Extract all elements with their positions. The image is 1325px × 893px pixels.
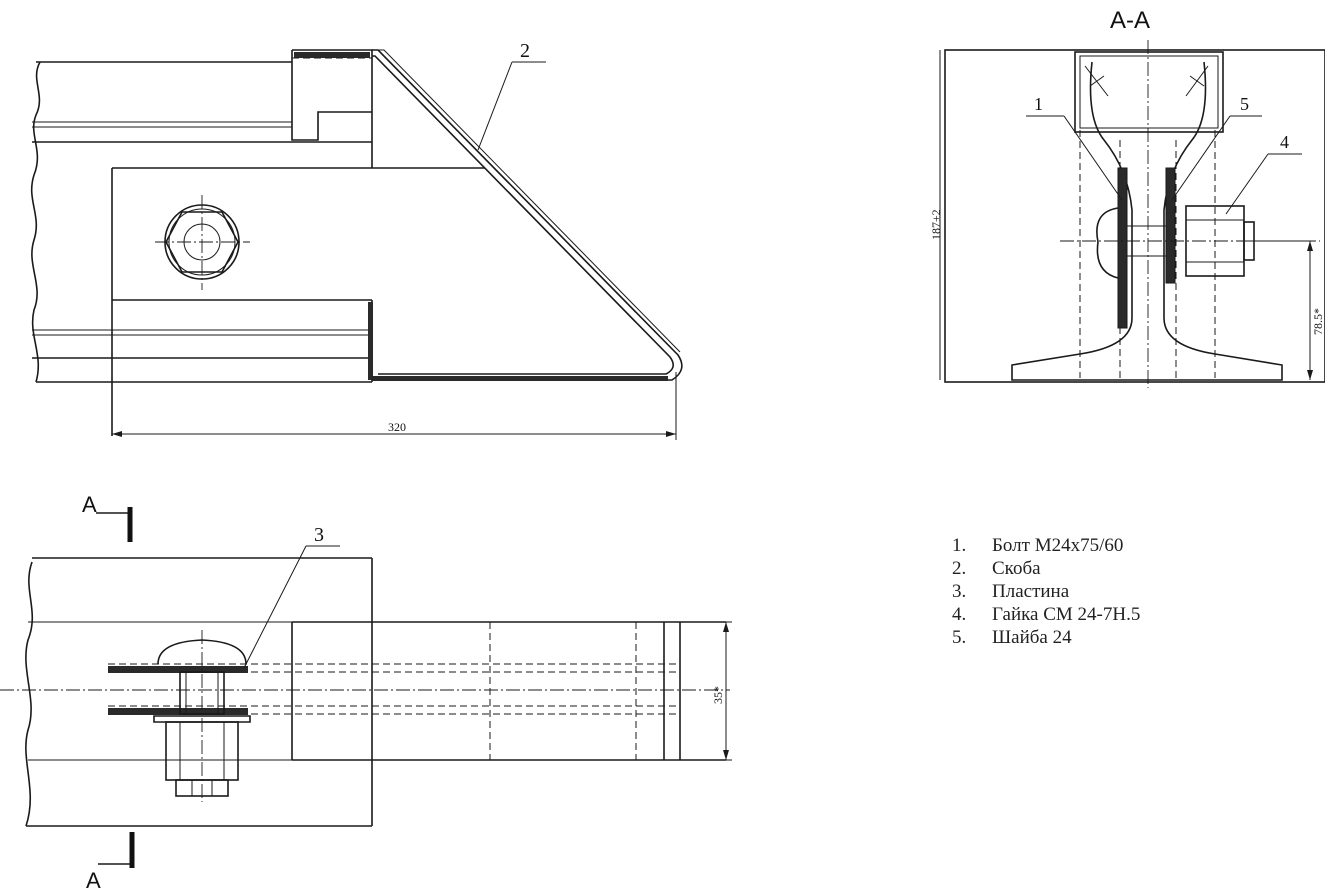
section-view-a-a: А-А 187±2	[929, 7, 1325, 388]
parts-list-item: 4.Гайка СМ 24-7Н.5	[952, 604, 1141, 625]
dimension-length: 320	[388, 420, 406, 434]
parts-list: 1.Болт М24х75/60 2.Скоба 3.Пластина 4.Га…	[952, 534, 1140, 649]
part-name: Скоба	[992, 558, 1041, 579]
section-mark-bottom: А	[86, 868, 101, 893]
callout-5: 5	[1240, 94, 1249, 114]
callout-3: 3	[314, 524, 324, 546]
parts-list-item: 5.Шайба 24	[952, 627, 1072, 648]
part-name: Шайба 24	[992, 627, 1072, 648]
dimension-offset: 78.5*	[1311, 308, 1325, 335]
front-view: 320 2	[30, 40, 683, 440]
dimension-height: 187±2	[929, 209, 943, 240]
plan-view: А А	[0, 492, 732, 893]
dimension-width: 35*	[711, 686, 725, 704]
section-mark-top: А	[82, 492, 97, 517]
callout-4: 4	[1280, 132, 1289, 152]
parts-list-item: 2.Скоба	[952, 558, 1041, 579]
part-name: Гайка СМ 24-7Н.5	[992, 604, 1141, 625]
parts-list-item: 3.Пластина	[952, 581, 1070, 602]
callout-2: 2	[520, 40, 530, 62]
part-name: Пластина	[992, 581, 1070, 602]
parts-list-item: 1.Болт М24х75/60	[952, 535, 1124, 556]
callout-1: 1	[1034, 94, 1043, 114]
part-name: Болт М24х75/60	[992, 535, 1124, 556]
section-title: А-А	[1110, 7, 1150, 34]
